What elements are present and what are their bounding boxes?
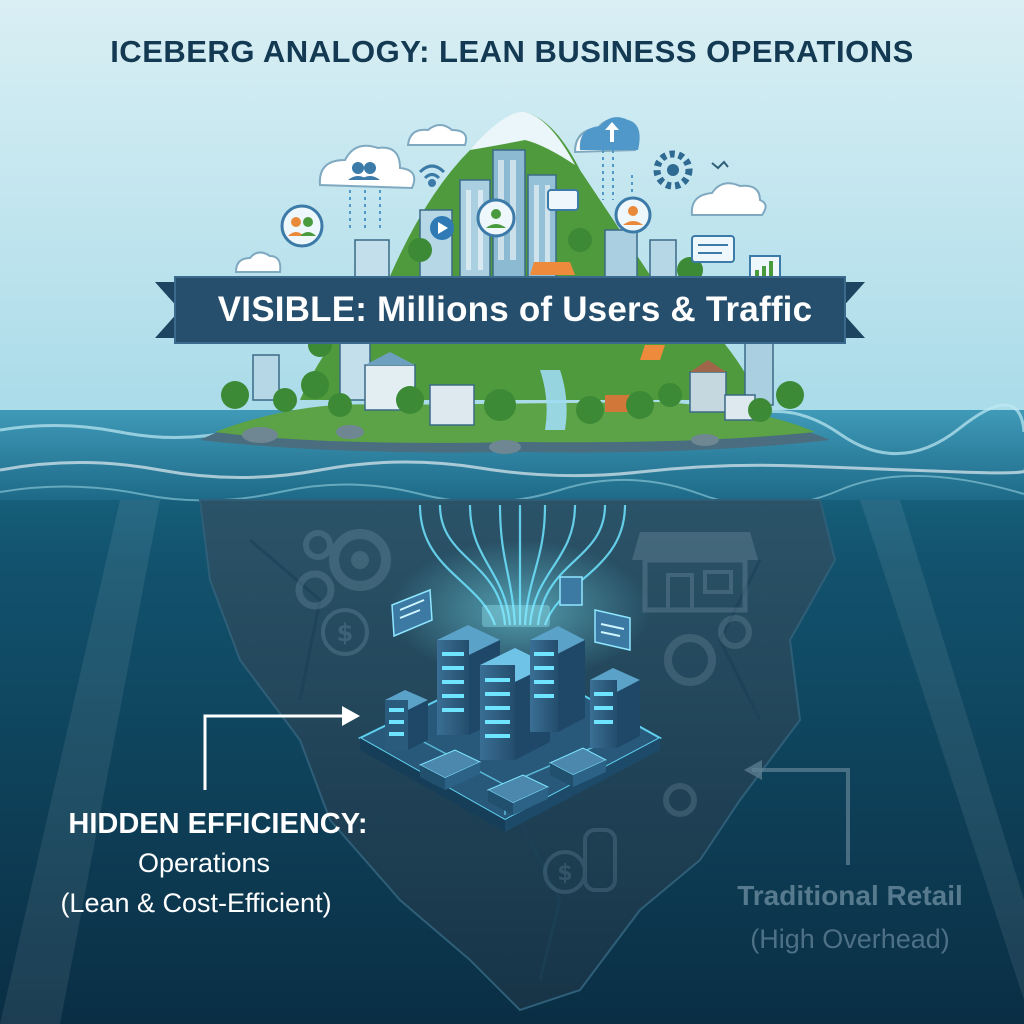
gear-icon xyxy=(295,529,391,610)
dollar-coin-icon: $ xyxy=(321,608,369,656)
users-icon xyxy=(280,162,380,248)
server-icon xyxy=(418,747,608,815)
chat-icon xyxy=(391,576,631,651)
svg-text:$: $ xyxy=(557,861,572,886)
arrow-icon xyxy=(752,768,850,865)
traditional-retail-subtitle: (High Overhead) xyxy=(750,924,950,954)
gear-icon xyxy=(653,150,693,190)
visible-banner-label: VISIBLE: Millions of Users & Traffic xyxy=(217,290,813,329)
arrow-icon xyxy=(203,714,345,790)
data-streams xyxy=(418,504,627,626)
server-rack xyxy=(385,625,640,760)
hidden-efficiency-line2: (Lean & Cost-Efficient) xyxy=(60,888,332,918)
chat-icon xyxy=(547,189,735,263)
gear-icon xyxy=(663,615,752,817)
hidden-efficiency-line1: Operations xyxy=(137,848,271,878)
storefront-icon xyxy=(632,532,758,613)
wifi-icon xyxy=(418,164,446,187)
upload-cloud-icon xyxy=(579,117,640,150)
traditional-retail-title: Traditional Retail xyxy=(737,880,963,911)
svg-text:$: $ xyxy=(337,619,354,647)
page-title: ICEBERG ANALOGY: LEAN BUSINESS OPERATION… xyxy=(110,34,914,69)
visible-banner xyxy=(155,276,865,344)
play-icon xyxy=(430,216,454,240)
hidden-efficiency-title: HIDDEN EFFICIENCY: xyxy=(68,808,368,840)
dollar-coin-icon: $ xyxy=(543,828,617,894)
user-icon xyxy=(476,196,652,238)
